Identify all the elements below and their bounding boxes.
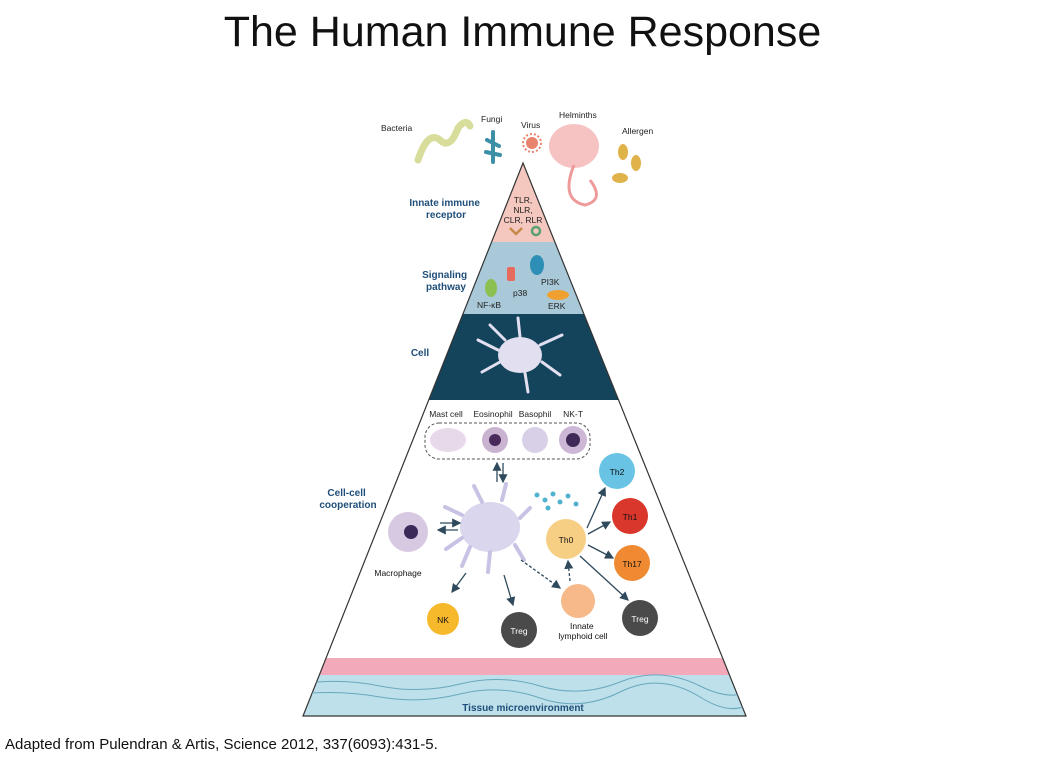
tissue-texture — [303, 674, 746, 710]
granulocyte-group: Mast cell Eosinophil Basophil NK-T — [424, 409, 591, 460]
pathogen-label-fungi: Fungi — [481, 114, 502, 124]
signaling-molecules: p38 PI3K NF-κB ERK — [477, 255, 569, 311]
nk-cell: NK — [427, 603, 459, 635]
label-treg-2: Treg — [631, 614, 648, 624]
label-th17: Th17 — [622, 559, 642, 569]
th0-cell: Th0 — [546, 519, 586, 559]
pathogen-label-bacteria: Bacteria — [381, 123, 412, 133]
receptor-labels: TLR, NLR, CLR, RLR — [504, 195, 543, 237]
label-treg-1: Treg — [510, 626, 527, 636]
p38-icon — [507, 267, 515, 281]
signal-label-nfkb: NF-κB — [477, 300, 501, 310]
pathogens-row: Bacteria Fungi Virus Helminths Allergen — [381, 110, 653, 207]
tier-label-tissue: Tissue microenvironment — [462, 703, 584, 714]
label-basophil: Basophil — [519, 409, 552, 419]
label-nk-t: NK-T — [563, 409, 583, 419]
slide-title: The Human Immune Response — [223, 8, 822, 56]
receptor-icon — [509, 227, 523, 236]
ilc-cell: Innate lymphoid cell — [558, 584, 608, 641]
pathogen-label-allergen: Allergen — [622, 126, 653, 136]
receptor-clr-rlr: CLR, RLR — [504, 215, 543, 225]
tier-label-cell: Cell — [411, 348, 430, 359]
label-mast-cell: Mast cell — [429, 409, 463, 419]
label-th0: Th0 — [559, 535, 574, 545]
pathogen-label-helminths: Helminths — [559, 110, 597, 120]
th17-cell: Th17 — [614, 545, 650, 581]
tier-label-signaling: Signaling pathway — [422, 270, 470, 293]
mast-cell-icon — [430, 428, 466, 452]
label-th2: Th2 — [610, 467, 625, 477]
helminths-icon — [549, 124, 599, 207]
allergen-icon — [612, 144, 641, 183]
th1-cell: Th1 — [612, 498, 648, 534]
interaction-arrows — [436, 461, 629, 607]
pi3k-icon — [530, 255, 544, 275]
tier-signaling — [303, 242, 746, 314]
tier-label-cooperation: Cell-cell cooperation — [319, 488, 376, 511]
fungi-icon — [484, 130, 502, 164]
cytokine-dots-icon — [534, 491, 579, 511]
dendritic-cell-icon — [476, 316, 564, 394]
signal-label-erk: ERK — [548, 301, 566, 311]
label-th1: Th1 — [623, 512, 638, 522]
bacteria-icon — [414, 119, 474, 164]
treg-cell-2: Treg — [622, 600, 658, 636]
citation: Adapted from Pulendran & Artis, Science … — [5, 736, 438, 753]
erk-icon — [547, 290, 569, 300]
signal-label-pi3k: PI3K — [541, 277, 560, 287]
receptor-ring-icon — [530, 225, 542, 237]
label-ilc: Innate lymphoid cell — [558, 621, 607, 641]
treg-cell-1: Treg — [501, 612, 537, 648]
nfkb-icon — [485, 279, 497, 297]
th2-cell: Th2 — [599, 453, 635, 489]
basophil-icon — [522, 427, 548, 453]
label-nk: NK — [437, 615, 449, 625]
macrophage-icon: Macrophage — [374, 512, 428, 578]
label-macrophage: Macrophage — [374, 568, 422, 578]
virus-icon — [522, 133, 542, 153]
label-eosinophil: Eosinophil — [473, 409, 512, 419]
granulocyte-box — [424, 422, 591, 460]
central-dendritic-cell-icon — [443, 482, 532, 574]
tier-label-innate: Innate immune receptor — [409, 198, 482, 221]
receptor-tlr: TLR, — [514, 195, 532, 205]
tier-tissue-epithelium — [303, 658, 746, 675]
pyramid-outline — [302, 161, 747, 717]
signal-label-p38: p38 — [513, 288, 527, 298]
pathogen-label-virus: Virus — [521, 120, 540, 130]
receptor-nlr: NLR, — [513, 205, 532, 215]
